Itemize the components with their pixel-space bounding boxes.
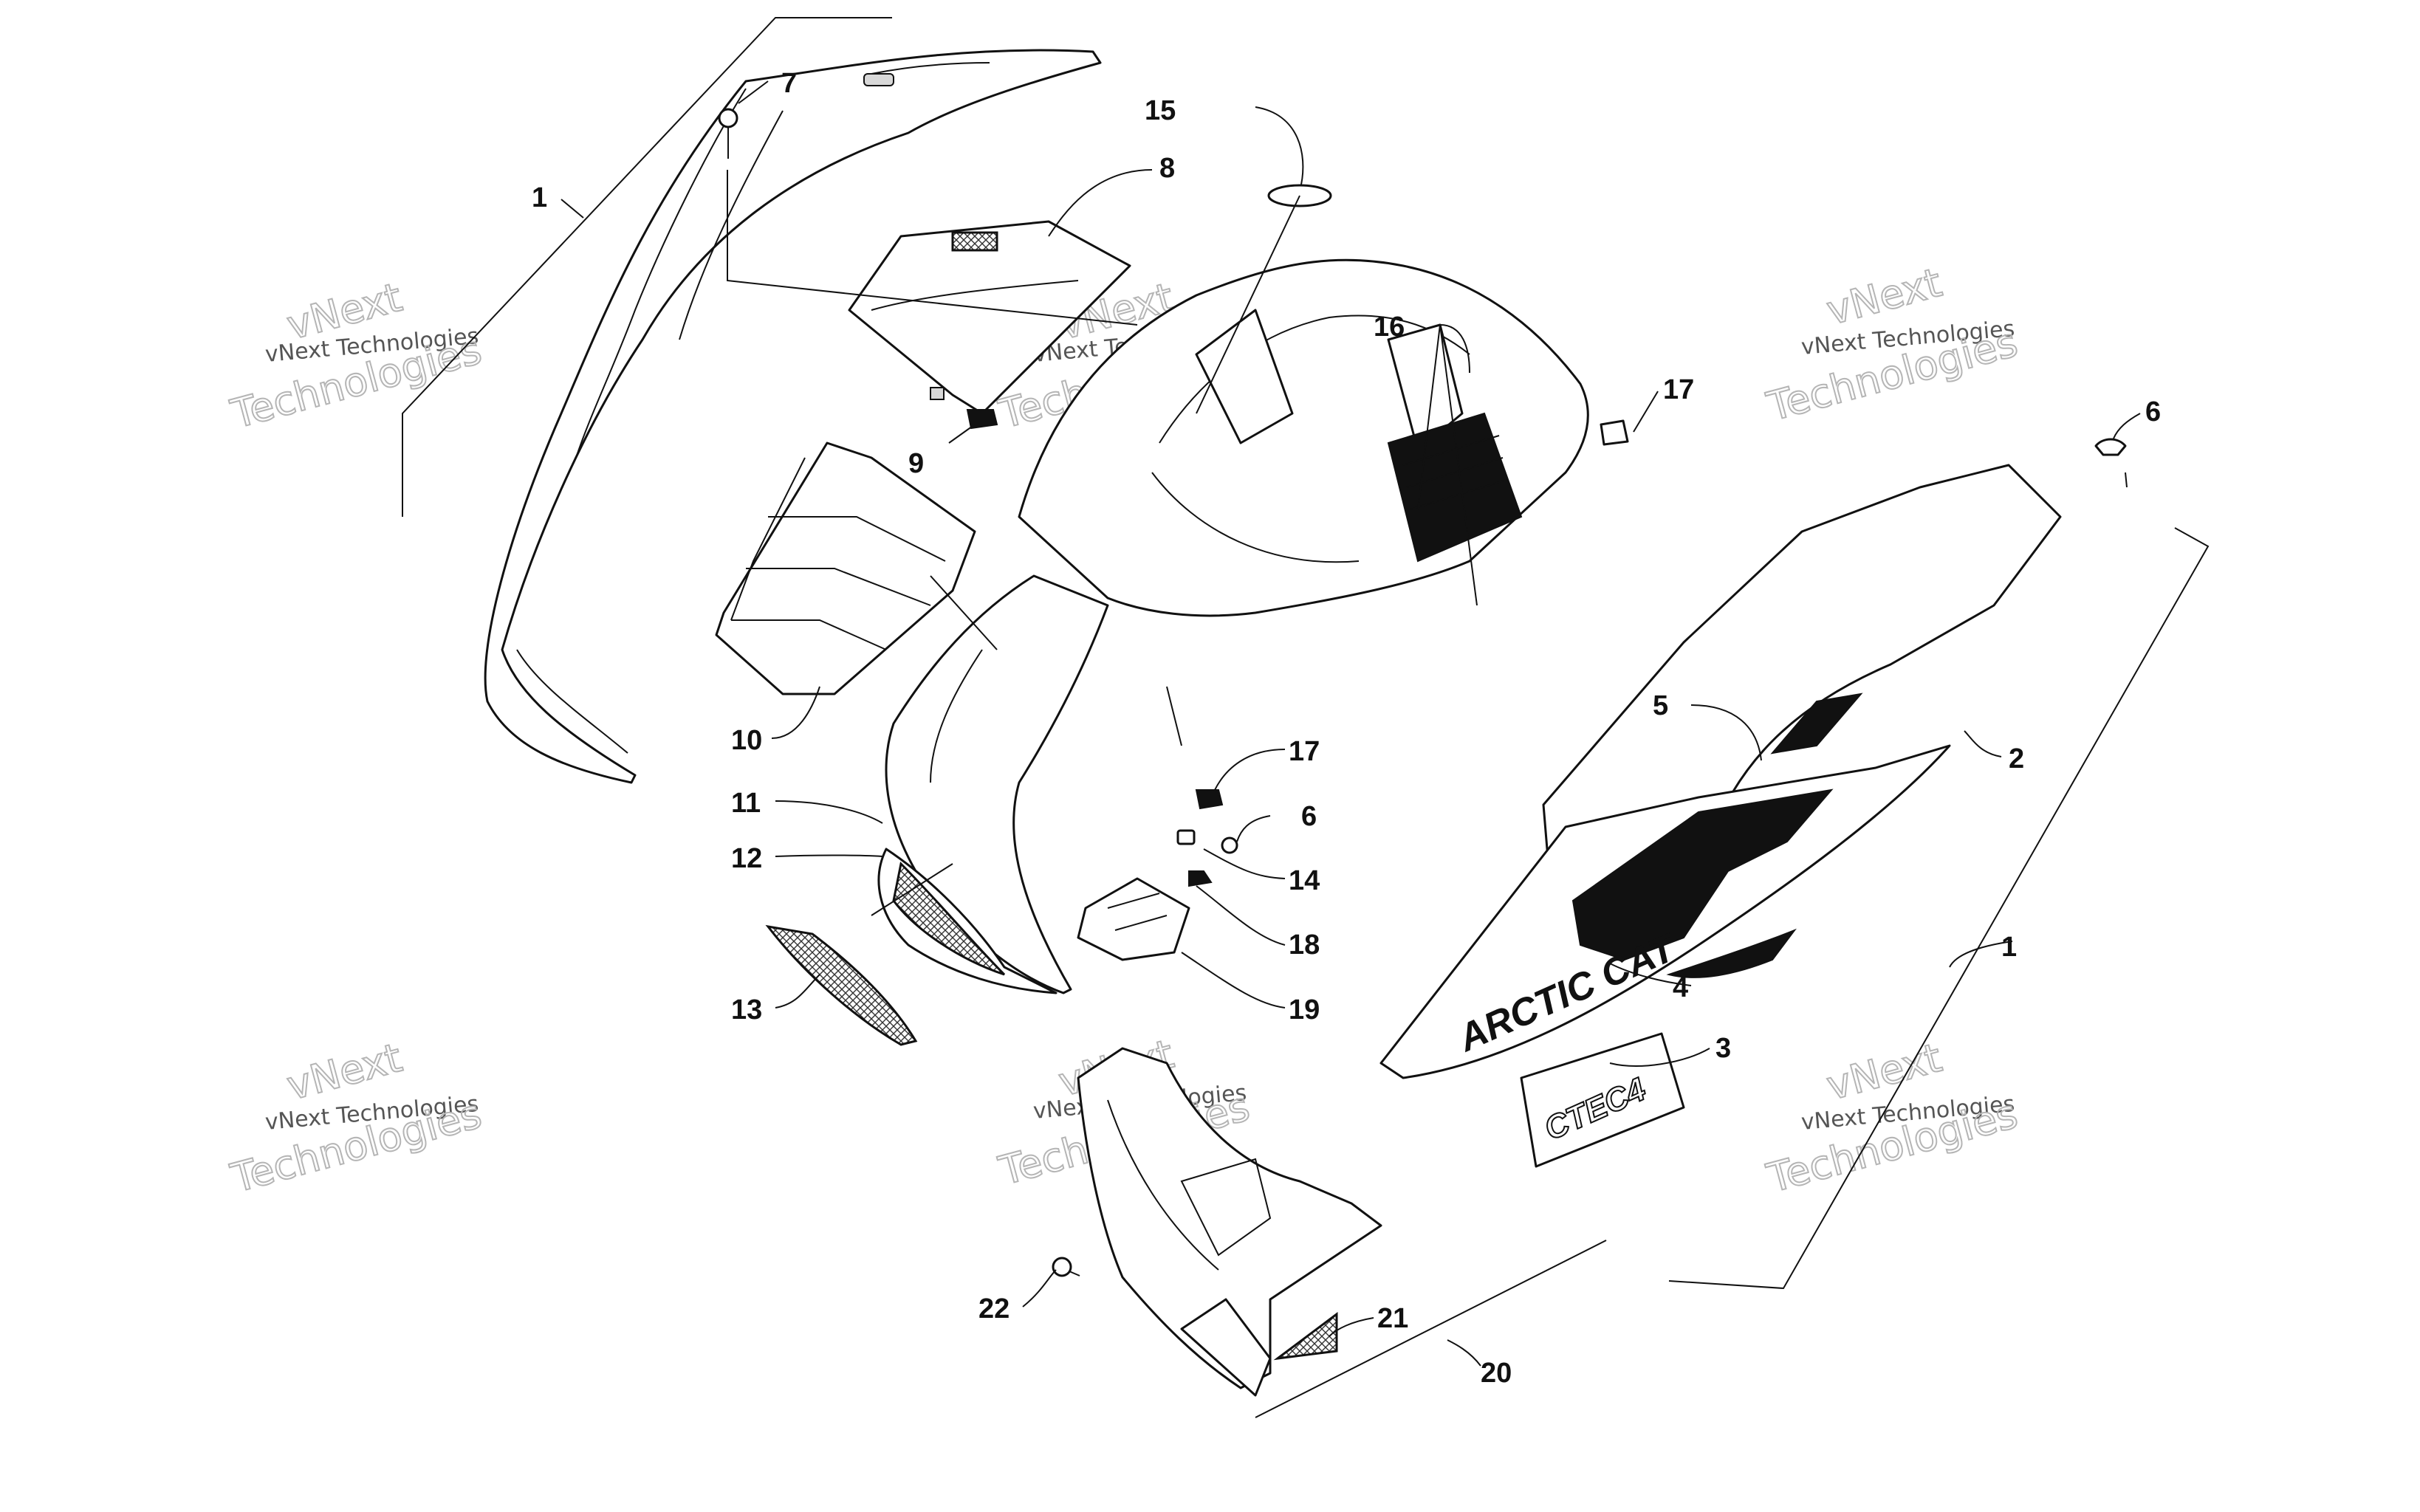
- svg-text:vNext: vNext: [282, 1034, 407, 1110]
- clip-17-right: [1600, 419, 1629, 446]
- callout-4: 4: [1673, 972, 1688, 1003]
- screw-22: [1052, 1257, 1080, 1277]
- callout-18: 18: [1289, 929, 1320, 961]
- callout-7: 7: [781, 68, 797, 99]
- left-side-panel: [484, 49, 1102, 784]
- hardware-center: [1176, 789, 1238, 887]
- mesh-21: [1273, 1312, 1338, 1361]
- watermark-bottom-right: vNext vNext Technologies Technologies: [1761, 1034, 2023, 1203]
- screw-6-right: [2094, 438, 2127, 456]
- bracket-19: [1077, 877, 1190, 961]
- callout-10: 10: [731, 725, 762, 756]
- callout-8: 8: [1159, 153, 1175, 184]
- leader-lines: [561, 80, 2141, 1367]
- callout-19: 19: [1289, 994, 1320, 1025]
- clip-9: [966, 409, 998, 430]
- callout-17-mid: 17: [1289, 736, 1320, 767]
- callout-21: 21: [1377, 1303, 1408, 1334]
- callout-17-top: 17: [1663, 374, 1694, 405]
- callout-13: 13: [731, 994, 762, 1025]
- callout-12: 12: [731, 843, 762, 874]
- callout-22: 22: [978, 1293, 1010, 1324]
- callout-6-mid: 6: [1301, 801, 1317, 832]
- watermark-top-left: vNext vNext Technologies Technologies: [225, 273, 487, 439]
- mesh-grille-13: [765, 924, 918, 1046]
- callout-14: 14: [1289, 865, 1320, 896]
- callout-1-right: 1: [2001, 932, 2017, 963]
- callout-2: 2: [2009, 743, 2024, 774]
- callout-5: 5: [1653, 690, 1668, 721]
- group-brackets: [402, 17, 2210, 1418]
- vent-panel-10: [715, 441, 976, 695]
- callout-6-top: 6: [2145, 396, 2161, 427]
- hood-assembly: [877, 258, 1589, 994]
- callout-16: 16: [1374, 312, 1405, 343]
- screw-7: [718, 108, 738, 159]
- callout-9: 9: [908, 448, 924, 479]
- callouts: 1 7 15 8 16 17 6 9 5 2 10 17 11 6 12 14 …: [532, 68, 2161, 1389]
- callout-11: 11: [731, 788, 761, 819]
- callout-1-left: 1: [532, 182, 547, 213]
- lower-panel-20: [1077, 1047, 1382, 1397]
- callout-3: 3: [1715, 1033, 1731, 1064]
- watermark-bottom-left: vNext vNext Technologies Technologies: [225, 1034, 487, 1203]
- callout-20: 20: [1481, 1358, 1512, 1389]
- callout-15: 15: [1145, 95, 1176, 126]
- watermark-top-right: vNext vNext Technologies Technologies: [1761, 258, 2023, 431]
